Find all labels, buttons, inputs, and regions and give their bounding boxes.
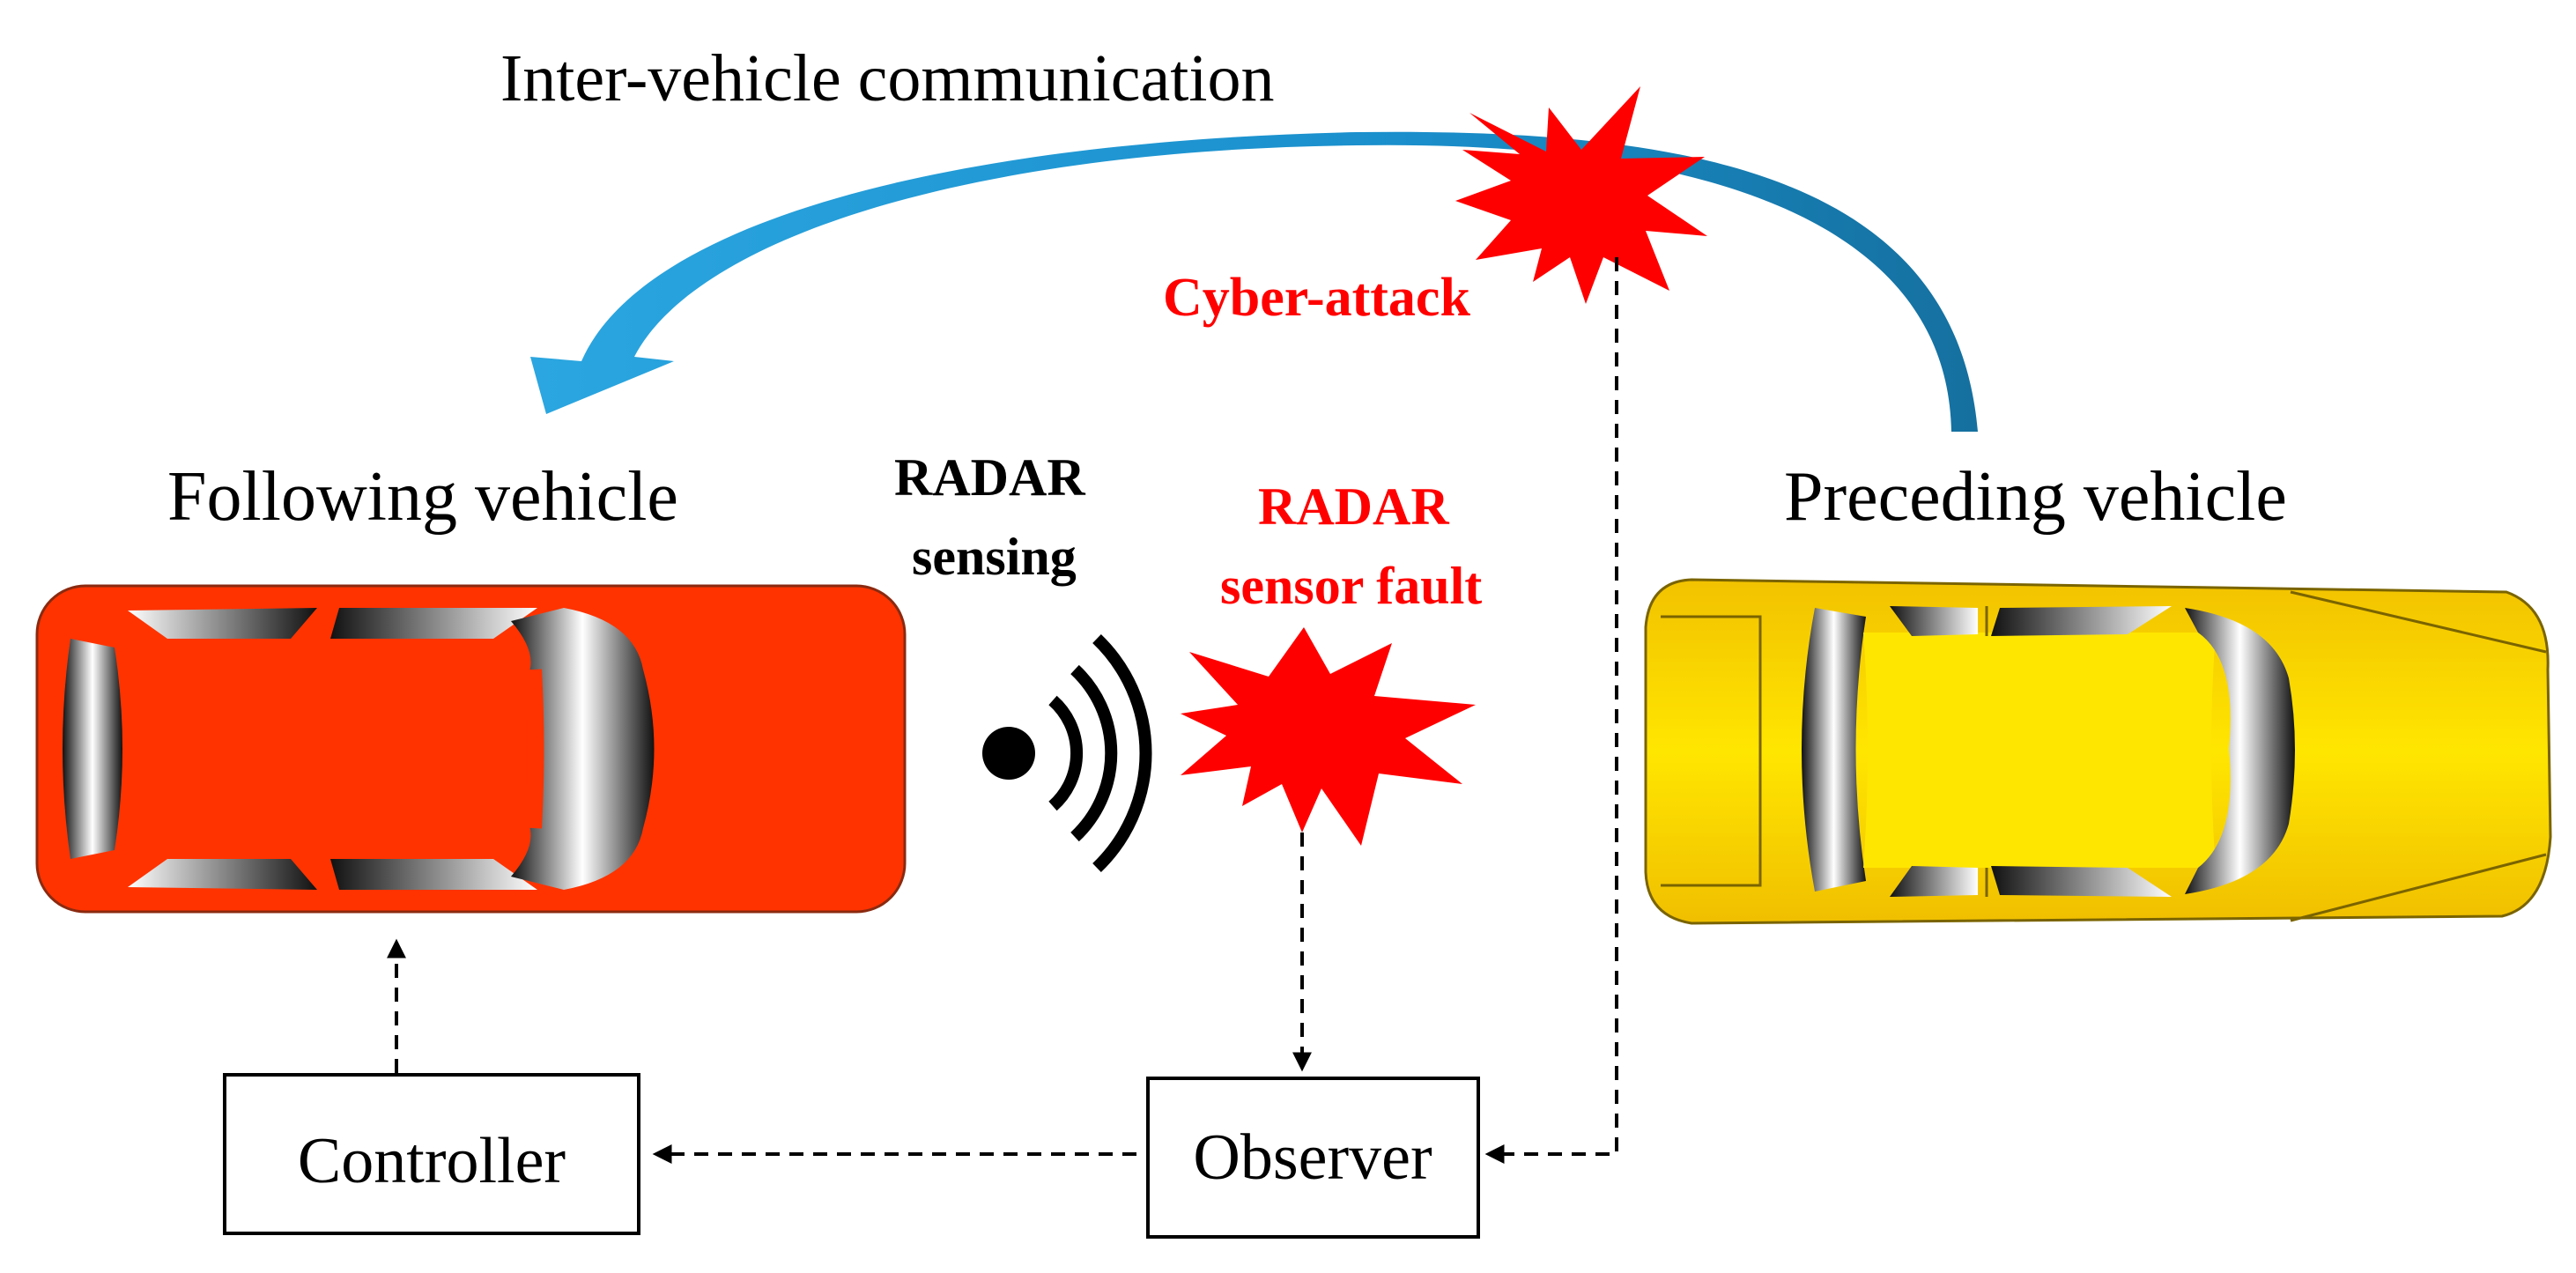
radar-sensing-label-line2: sensing bbox=[912, 528, 1077, 586]
communication-label: Inter-vehicle communication bbox=[500, 41, 1274, 115]
attack-to-observer-arrow bbox=[1484, 257, 1618, 1164]
preceding-vehicle-label: Preceding vehicle bbox=[1784, 458, 2287, 536]
radar-sensing-label-line1: RADAR bbox=[894, 448, 1085, 507]
preceding-vehicle-car bbox=[1644, 578, 2552, 925]
following-vehicle-label: Following vehicle bbox=[167, 458, 678, 536]
observer-box bbox=[1146, 1077, 1480, 1239]
radar-fault-label-line1: RADAR bbox=[1258, 477, 1449, 536]
following-vehicle-car bbox=[35, 584, 907, 914]
signal-arrows bbox=[387, 257, 1618, 1164]
sensor-fault-burst-icon bbox=[1181, 627, 1476, 846]
observer-label: Observer bbox=[1193, 1121, 1432, 1194]
cyber-attack-burst-icon bbox=[1455, 86, 1707, 304]
controller-box bbox=[223, 1073, 640, 1235]
controller-label: Controller bbox=[298, 1125, 566, 1197]
cyber-attack-label: Cyber-attack bbox=[1163, 268, 1470, 328]
radar-fault-label-line2: sensor fault bbox=[1220, 557, 1482, 615]
radar-wave-icon bbox=[982, 633, 1152, 873]
